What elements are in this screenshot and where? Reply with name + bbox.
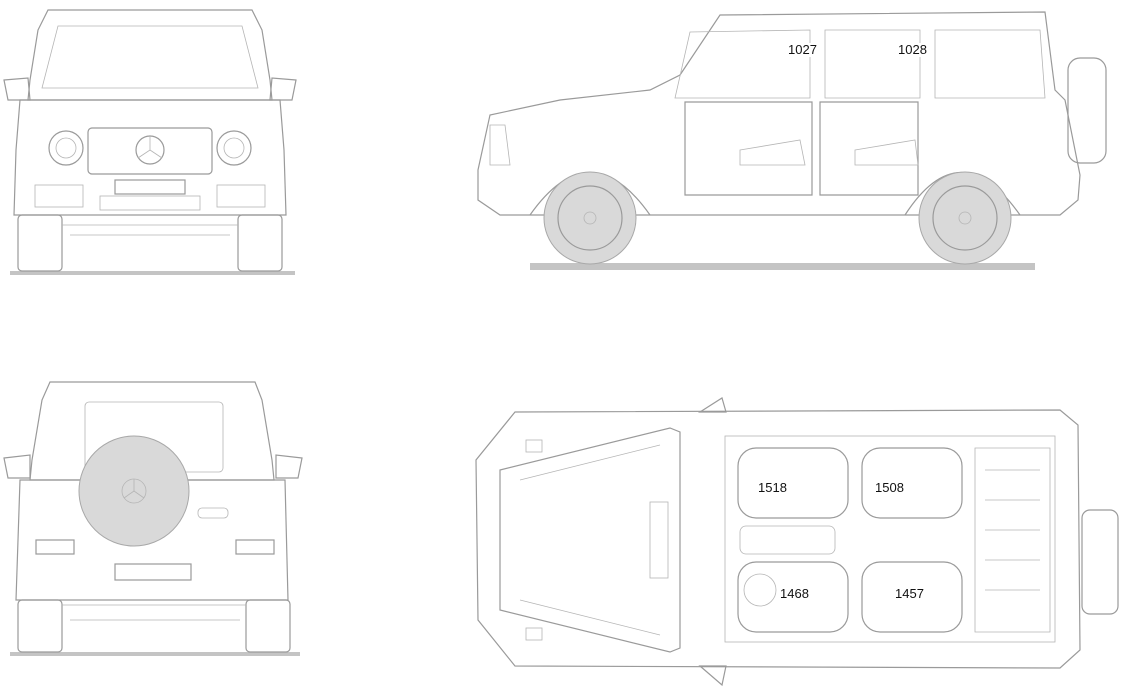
dimension-label-front-left-seat: 1518 (757, 480, 788, 495)
rear-view (3, 381, 303, 656)
front-view (3, 9, 297, 275)
dimension-label-front-right-seat: 1468 (779, 586, 810, 601)
dimension-label-rear-door: 1028 (897, 42, 928, 57)
dimension-label-rear-right-seat: 1457 (894, 586, 925, 601)
top-view (475, 397, 1119, 687)
dimension-label-rear-left-seat: 1508 (874, 480, 905, 495)
dimension-label-front-door: 1027 (787, 42, 818, 57)
side-view (477, 11, 1107, 270)
